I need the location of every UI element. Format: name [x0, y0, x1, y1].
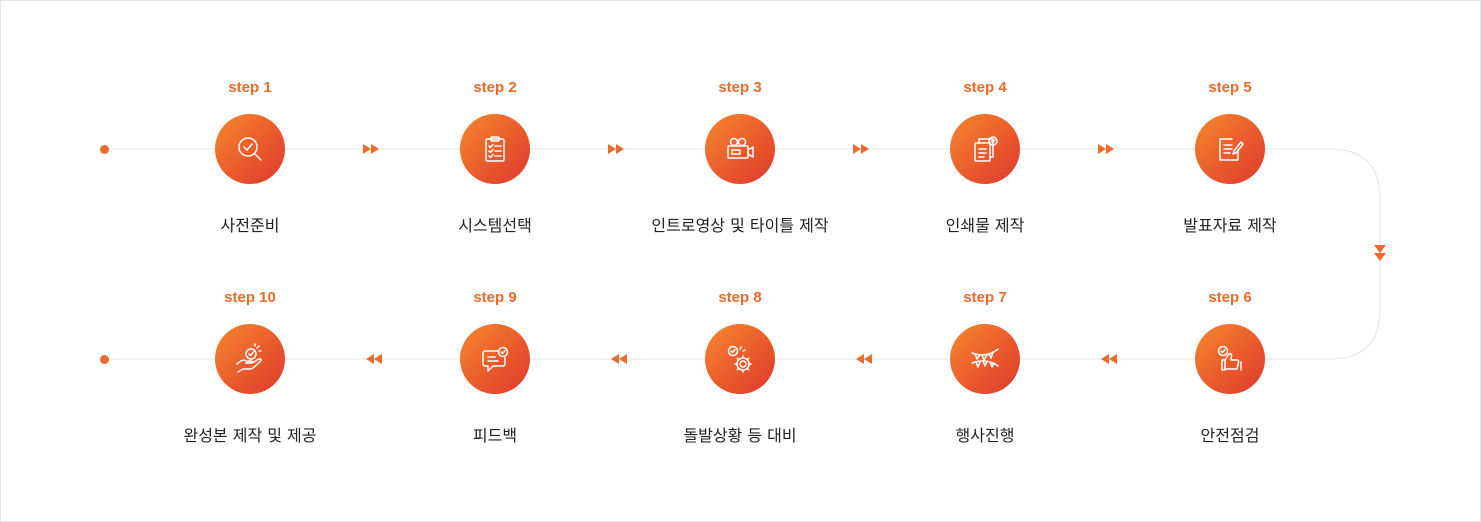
step-icon-circle — [950, 114, 1020, 184]
documents-check-icon — [974, 136, 998, 162]
step-number-label: step 2 — [473, 79, 517, 96]
step-icon-circle — [705, 324, 775, 394]
video-camera-icon — [727, 137, 754, 159]
step-number-label: step 7 — [963, 289, 1007, 306]
start-dot — [100, 145, 109, 154]
step-title: 돌발상황 등 대비 — [683, 426, 797, 445]
end-dot — [100, 355, 109, 364]
hand-check-icon — [236, 343, 262, 373]
step-title: 완성본 제작 및 제공 — [183, 426, 317, 445]
backward-arrow-icon — [366, 354, 382, 364]
step-icon-circle — [1195, 114, 1265, 184]
down-arrow-icon — [1374, 245, 1386, 261]
step-icon-circle — [215, 324, 285, 394]
forward-arrow-icon — [608, 144, 624, 154]
thumbs-up-check-icon — [1217, 345, 1242, 371]
step-title: 인쇄물 제작 — [945, 216, 1025, 235]
step-number-label: step 5 — [1208, 79, 1252, 96]
step-icon-circle — [460, 324, 530, 394]
forward-arrow-icon — [853, 144, 869, 154]
step-title: 시스템선택 — [458, 216, 532, 235]
step-title: 사전준비 — [220, 216, 280, 235]
chat-check-icon — [482, 346, 509, 372]
step-icon-circle — [460, 114, 530, 184]
forward-arrow-icon — [1098, 144, 1114, 154]
step-title: 발표자료 제작 — [1183, 216, 1277, 235]
backward-arrow-icon — [856, 354, 872, 364]
step-number-label: step 10 — [224, 289, 276, 306]
step-title: 안전점검 — [1200, 426, 1260, 445]
step-icon-circle — [215, 114, 285, 184]
clipboard-checklist-icon — [485, 136, 505, 162]
backward-arrow-icon — [611, 354, 627, 364]
step-number-label: step 1 — [228, 79, 272, 96]
forward-arrow-icon — [363, 144, 379, 154]
step-number-label: step 6 — [1208, 289, 1252, 306]
step-number-label: step 8 — [718, 289, 762, 306]
step-title: 인트로영상 및 타이틀 제작 — [651, 216, 829, 235]
gear-check-icon — [727, 345, 752, 373]
step-number-label: step 3 — [718, 79, 762, 96]
curve-connector-line — [1329, 148, 1381, 360]
step-icon-circle — [950, 324, 1020, 394]
step-icon-circle — [705, 114, 775, 184]
document-edit-icon — [1219, 138, 1244, 161]
step-icon-circle — [1195, 324, 1265, 394]
step-title: 행사진행 — [955, 426, 1015, 445]
backward-arrow-icon — [1101, 354, 1117, 364]
step-number-label: step 4 — [963, 79, 1007, 96]
step-title: 피드백 — [472, 426, 518, 445]
step-number-label: step 9 — [473, 289, 517, 306]
bunting-flags-icon — [971, 348, 999, 368]
search-check-icon — [238, 137, 262, 161]
